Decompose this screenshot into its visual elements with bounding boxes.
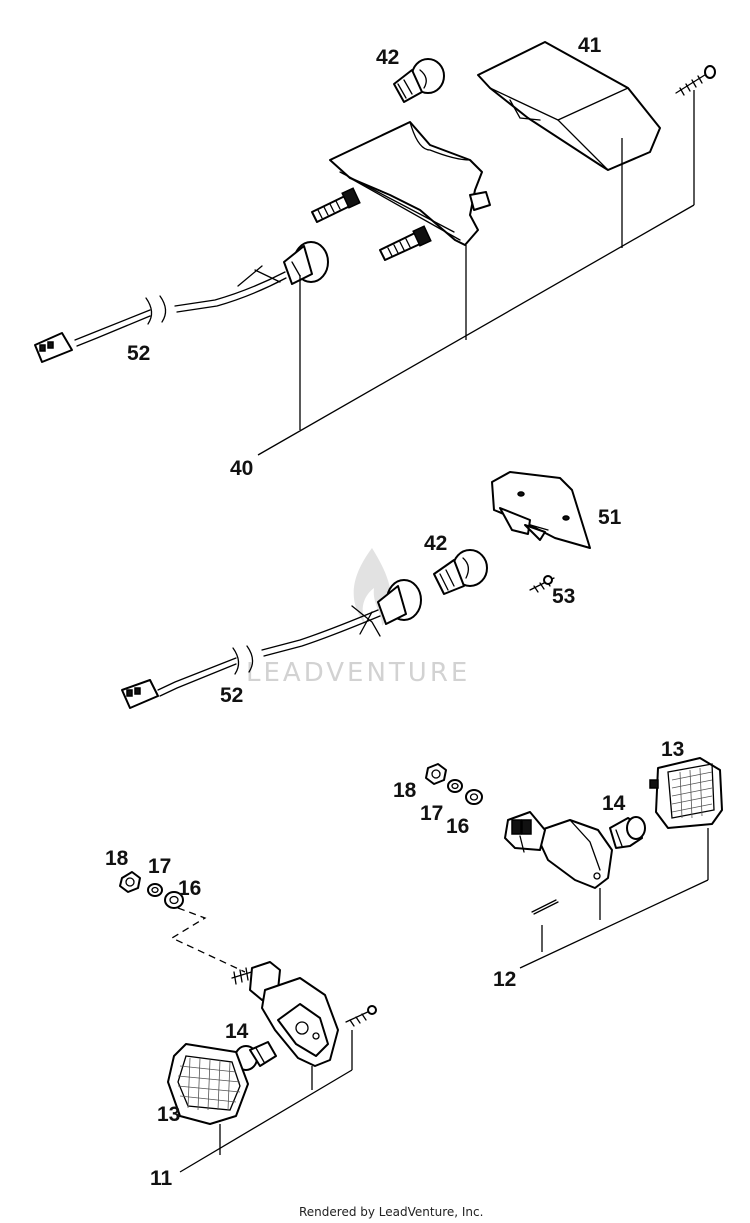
cover-screw[interactable] <box>529 575 555 593</box>
washer-16-left[interactable] <box>164 891 184 909</box>
lock-washer-17-right[interactable] <box>447 779 463 793</box>
watermark-text: LEADVENTURE <box>246 658 470 688</box>
housing-stud-lower[interactable] <box>379 225 432 261</box>
callout-53: 53 <box>552 585 575 608</box>
callout-52-top: 52 <box>127 342 150 365</box>
callout-13-left: 13 <box>157 1103 180 1126</box>
turn-signal-lens-right[interactable] <box>649 757 723 829</box>
tail-light-housing[interactable] <box>329 121 491 246</box>
callout-14-left: 14 <box>225 1020 249 1043</box>
washer-16-right[interactable] <box>465 789 483 805</box>
callout-16-right: 16 <box>446 815 469 838</box>
turn-signal-housing-left[interactable] <box>231 961 339 1067</box>
footer-credit: Rendered by LeadVenture, Inc. <box>299 1205 483 1219</box>
callout-12: 12 <box>493 968 516 991</box>
lens-screw-left[interactable] <box>345 1005 377 1027</box>
callout-41: 41 <box>578 34 602 57</box>
callout-18-right: 18 <box>393 779 417 802</box>
wiring-harness-top[interactable] <box>34 265 287 363</box>
bulb-14-right[interactable] <box>609 816 646 849</box>
lens-screw[interactable] <box>675 65 716 96</box>
callout-11: 11 <box>150 1167 173 1190</box>
turn-signal-assembly-11 <box>119 871 377 1173</box>
lens-screw-right[interactable] <box>531 899 559 915</box>
callout-40: 40 <box>230 457 253 480</box>
bulb-socket-top[interactable] <box>283 241 329 285</box>
callout-13-right: 13 <box>661 738 684 761</box>
callout-42-top: 42 <box>376 46 399 69</box>
callout-18-left: 18 <box>105 847 129 870</box>
bulb-socket-mid[interactable] <box>377 579 422 625</box>
nut-18-right[interactable] <box>425 763 447 785</box>
tail-light-lens[interactable] <box>477 41 661 171</box>
turn-signal-housing-right[interactable] <box>504 811 613 889</box>
bulb-42-mid[interactable] <box>433 549 488 595</box>
tail-light-assembly-40 <box>34 41 716 456</box>
turn-signal-assembly-12 <box>425 757 723 969</box>
license-light-assembly <box>121 471 591 709</box>
callout-51: 51 <box>598 506 622 529</box>
callout-17-left: 17 <box>148 855 171 878</box>
callout-42-mid: 42 <box>424 532 447 555</box>
callout-52-mid: 52 <box>220 684 243 707</box>
nut-18-left[interactable] <box>119 871 141 893</box>
callout-14-right: 14 <box>602 792 626 815</box>
callout-16-left: 16 <box>178 877 201 900</box>
housing-stud-upper[interactable] <box>311 187 361 223</box>
bulb-42-top[interactable] <box>393 58 445 103</box>
turn-signal-lens-left[interactable] <box>167 1043 249 1125</box>
license-light-cover[interactable] <box>491 471 591 549</box>
lock-washer-17-left[interactable] <box>147 883 163 897</box>
wiring-harness-mid[interactable] <box>121 605 381 709</box>
callout-17-right: 17 <box>420 802 443 825</box>
